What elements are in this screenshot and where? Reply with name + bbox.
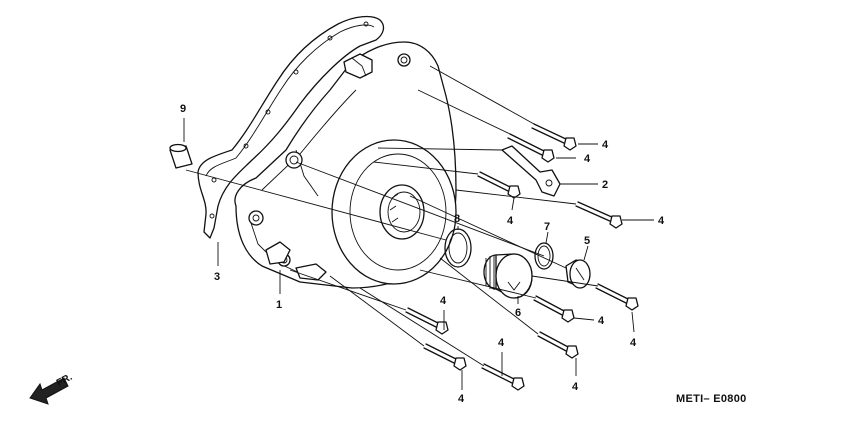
- front-direction-indicator: FR.: [29, 372, 75, 405]
- callout-4-c: 4: [507, 215, 514, 227]
- bolt-h: [537, 331, 579, 359]
- callout-4-b: 4: [584, 153, 591, 165]
- callout-4-j: 4: [498, 337, 505, 349]
- front-arrow-icon: [29, 377, 69, 405]
- bolt-c: [477, 171, 521, 199]
- bolt-f: [533, 295, 575, 323]
- bolt-d: [575, 201, 623, 229]
- dowel-pin: [169, 143, 193, 169]
- callout-2: 2: [602, 179, 608, 191]
- callout-4-g: 4: [440, 295, 447, 307]
- bolt-i: [423, 343, 467, 371]
- timing-plug: [565, 259, 591, 289]
- callout-4-d: 4: [658, 215, 665, 227]
- o-ring-small: [534, 242, 554, 270]
- bolt-j: [481, 363, 525, 391]
- bolt-b: [507, 133, 555, 163]
- callout-4-e: 4: [598, 315, 605, 327]
- callout-8: 8: [454, 213, 460, 225]
- callout-3: 3: [214, 271, 220, 283]
- bolt-g: [405, 307, 449, 335]
- callout-9: 9: [180, 103, 186, 115]
- o-ring: [444, 228, 472, 268]
- callout-5: 5: [584, 235, 590, 247]
- callout-4-i: 4: [458, 393, 465, 405]
- bolt-a: [531, 123, 577, 151]
- diagram-code: METI– E0800: [676, 393, 747, 405]
- leader-lines: [183, 65, 654, 390]
- callout-labels: 9 3 1 8 7 5 6 2 4 4 4 4 4 4 4 4 4 4: [180, 103, 665, 405]
- bolt-set: [405, 123, 639, 391]
- callout-4-a: 4: [602, 139, 609, 151]
- gasket: [197, 15, 385, 239]
- bolt-e: [595, 283, 639, 311]
- crankcase-cover: [234, 41, 457, 289]
- callout-6: 6: [515, 307, 521, 319]
- callout-7: 7: [544, 221, 550, 233]
- callout-4-h: 4: [572, 381, 579, 393]
- front-label: FR.: [55, 372, 75, 389]
- callout-4-f: 4: [630, 337, 637, 349]
- callout-1: 1: [276, 299, 282, 311]
